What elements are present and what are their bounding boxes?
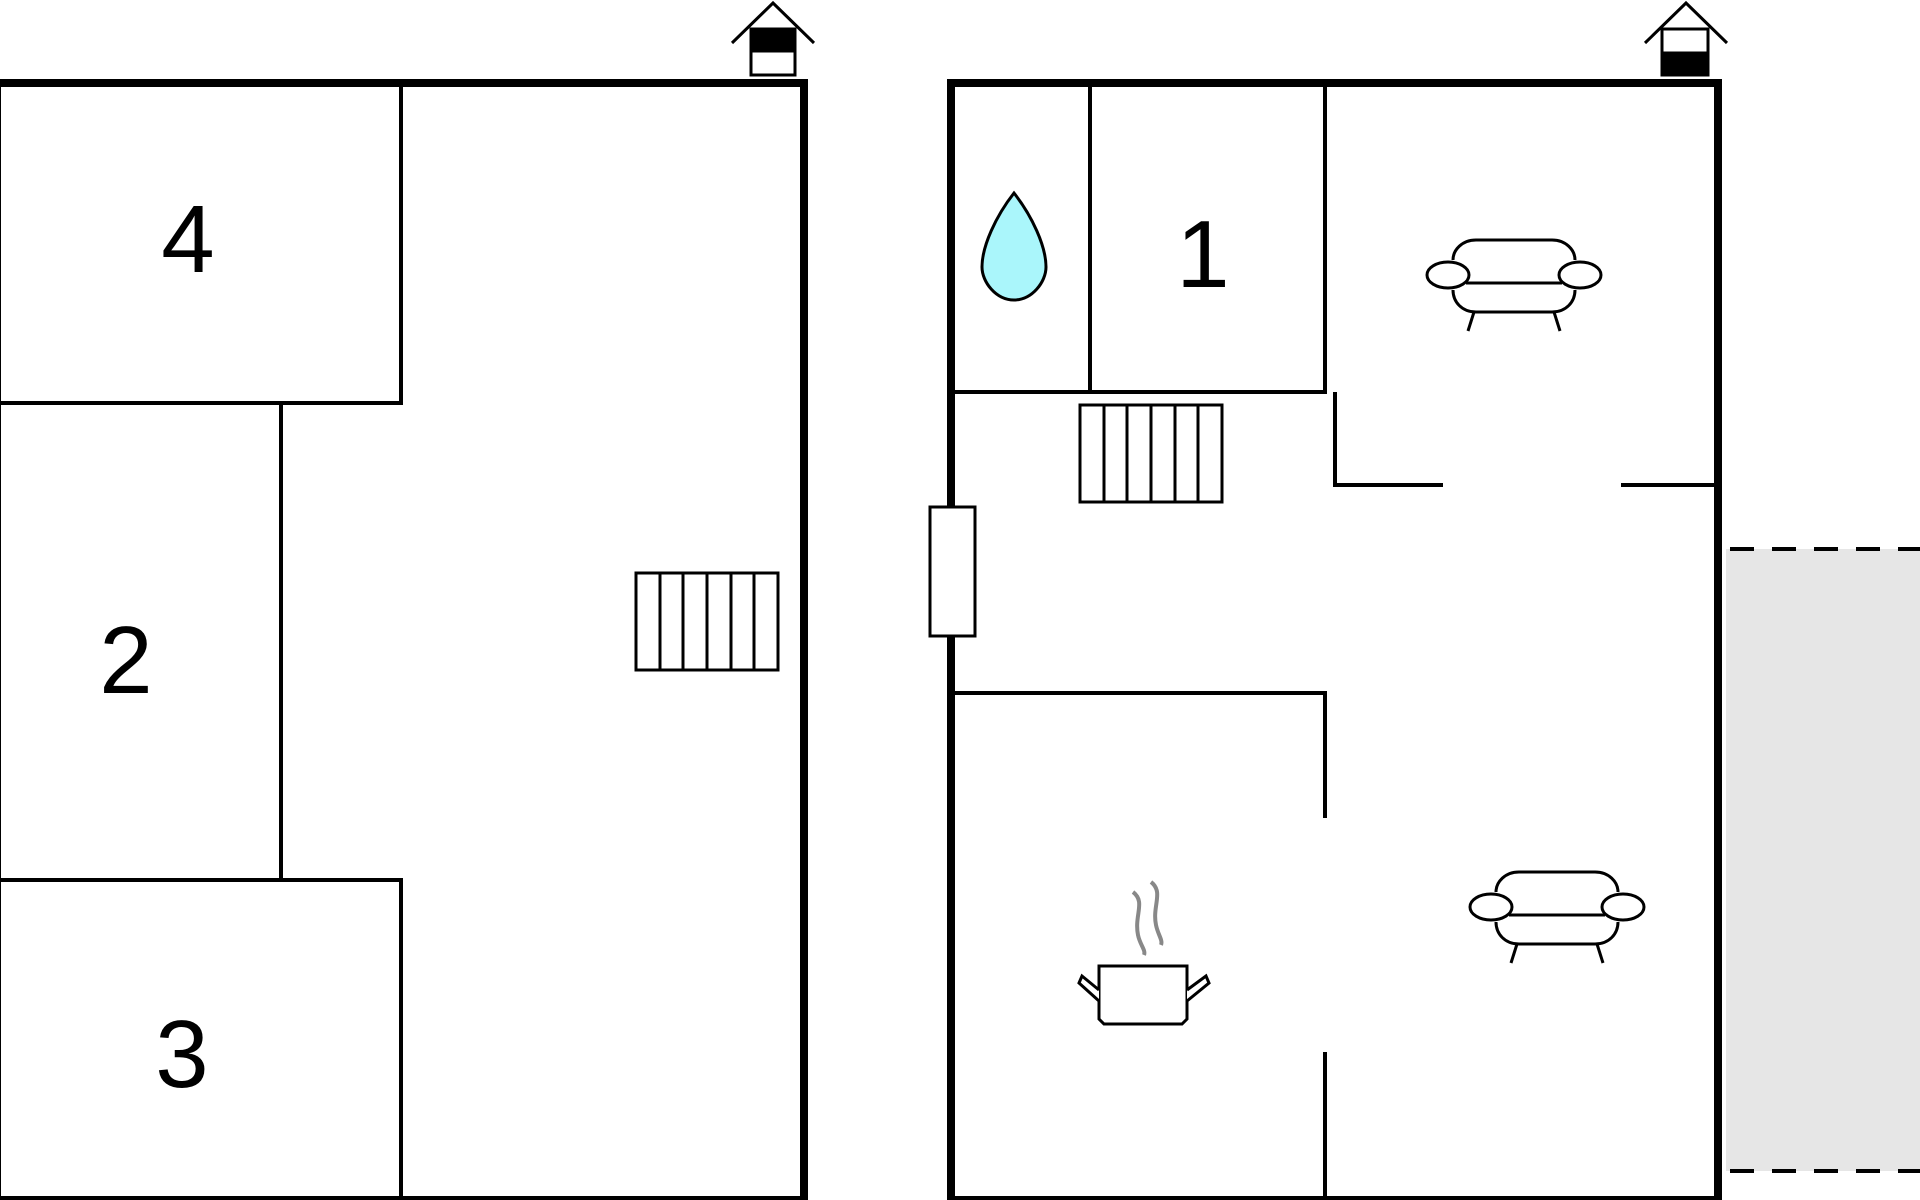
upper-floor-outer-wall — [0, 79, 808, 1200]
stairs-icon — [1078, 403, 1224, 504]
house-icon-ground-floor — [1643, 0, 1729, 77]
upper-floor-interior-walls — [0, 85, 403, 1200]
ground-floor-outer-wall — [947, 79, 1722, 1200]
upper-floor: 4 2 3 — [0, 0, 816, 1200]
cooking-pot-icon — [1077, 880, 1211, 1026]
stairs-icon — [634, 571, 780, 672]
ground-floor-interior-walls — [955, 85, 1714, 1196]
room-number-2: 2 — [99, 607, 152, 714]
room-number-3: 3 — [155, 1001, 208, 1108]
room-number-4: 4 — [161, 186, 214, 293]
terrace-area — [1726, 547, 1920, 1173]
ground-floor: 1 — [928, 0, 1920, 1200]
water-drop-icon — [980, 190, 1048, 302]
fireplace-icon — [928, 505, 977, 638]
house-icon-upper-floor — [730, 0, 816, 77]
sofa-icon — [1468, 870, 1646, 964]
sofa-icon — [1425, 238, 1603, 332]
room-number-1: 1 — [1176, 201, 1229, 308]
